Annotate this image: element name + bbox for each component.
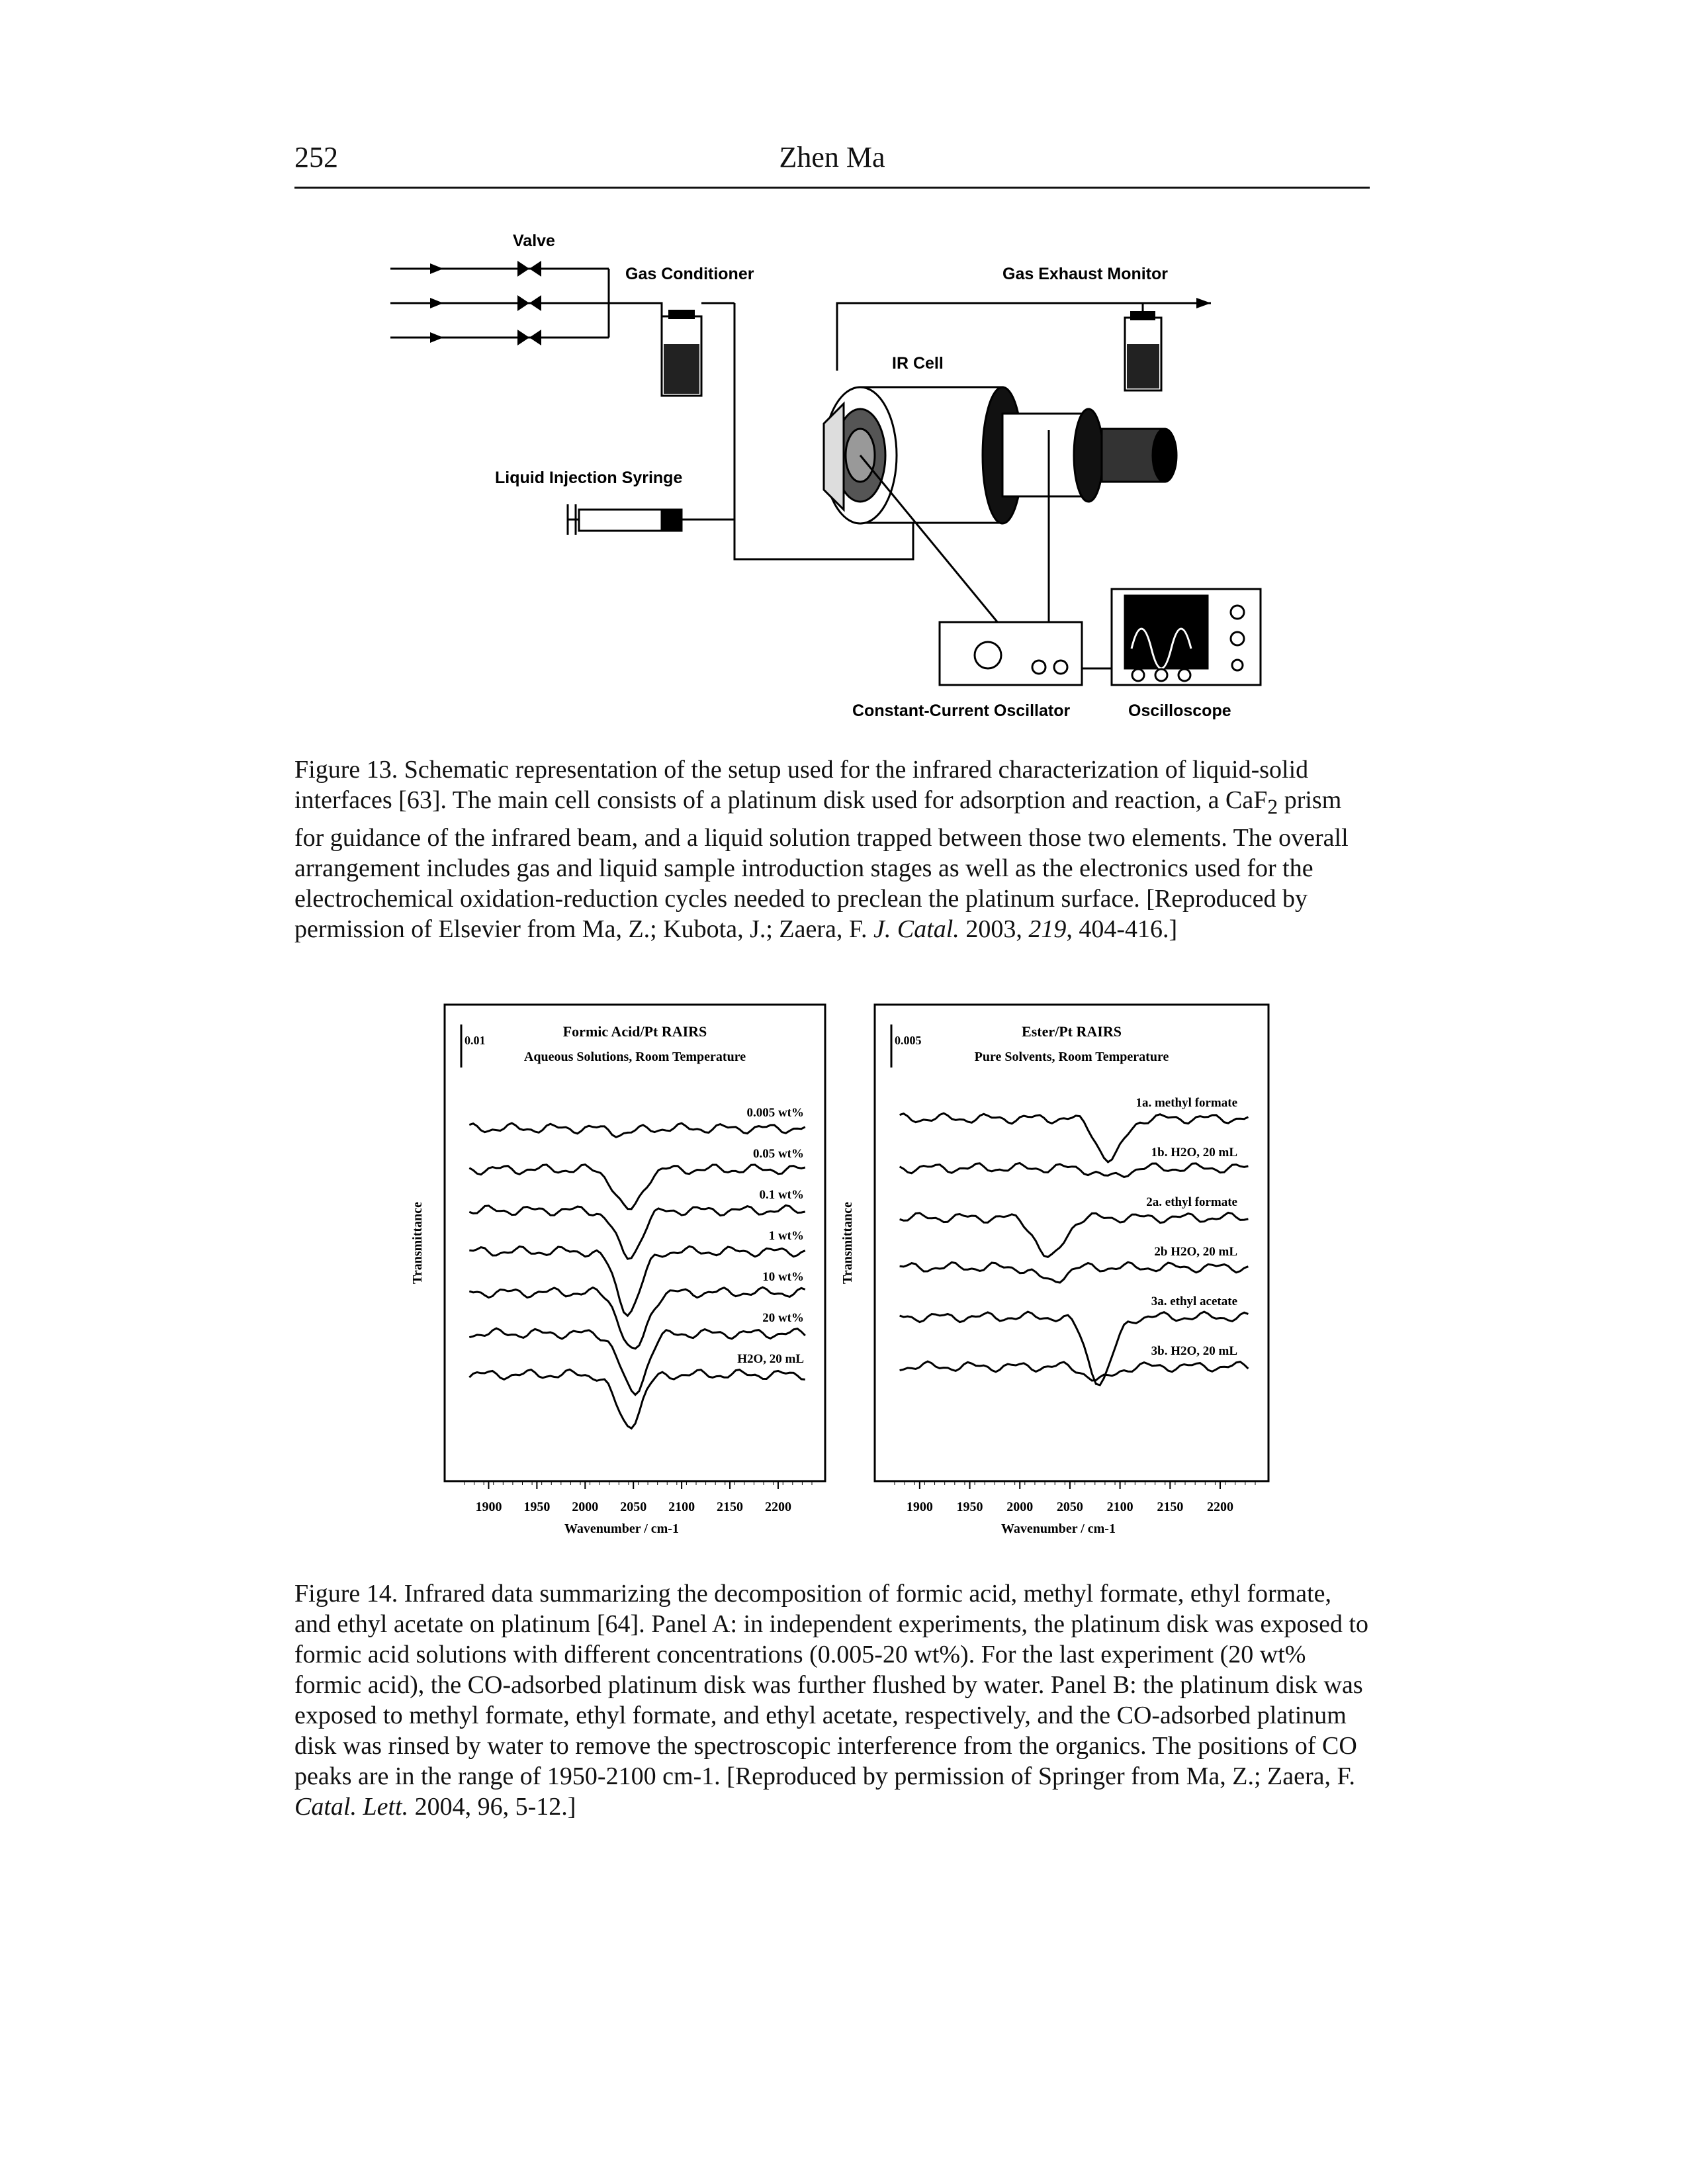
spectrum-trace xyxy=(899,1360,1249,1382)
spectrum-trace xyxy=(899,1161,1249,1179)
oscilloscope-icon xyxy=(1110,588,1262,686)
y-axis-label: Transmittance xyxy=(840,1202,855,1284)
series-label: 2b H2O, 20 mL xyxy=(1154,1245,1237,1259)
panel-subtitle: Pure Solvents, Room Temperature xyxy=(975,1050,1169,1064)
figure13-caption-text: prism for guidance of the infrared beam,… xyxy=(294,786,1349,943)
spectrum-trace xyxy=(899,1261,1249,1284)
series-label: 2a. ethyl formate xyxy=(1146,1195,1237,1209)
figure14-caption-text: 2004, 96, 5-12.] xyxy=(408,1793,576,1821)
x-tick-label: 2100 xyxy=(668,1500,695,1514)
spectrum-trace xyxy=(468,1204,806,1260)
x-tick-label: 2150 xyxy=(717,1500,743,1514)
spectrum-trace xyxy=(468,1122,806,1138)
gas-conditioner-bottle-icon xyxy=(660,310,703,397)
exhaust-bottle-icon xyxy=(1124,303,1163,392)
spectrum-trace xyxy=(899,1310,1249,1387)
page-number: 252 xyxy=(294,141,338,173)
series-label: 1a. methyl formate xyxy=(1135,1096,1237,1110)
figure13-caption-text: 2003, xyxy=(959,915,1029,943)
x-tick-label: 2000 xyxy=(572,1500,598,1514)
spectrum-trace xyxy=(468,1368,805,1430)
series-label: 3a. ethyl acetate xyxy=(1151,1295,1237,1308)
panel-frame xyxy=(873,1003,1270,1482)
figure14-caption-text: Figure 14. Infrared data summarizing the… xyxy=(294,1580,1369,1790)
x-tick-label: 1900 xyxy=(475,1500,502,1514)
figure13-schematic: Valve Gas Conditioner Liquid Injection S… xyxy=(390,232,1262,720)
oscillator-box xyxy=(938,621,1083,686)
figure14-caption-journal: Catal. Lett. xyxy=(294,1793,409,1821)
figure13-caption-text: Figure 13. Schematic representation of t… xyxy=(294,756,1309,814)
spectrum-trace xyxy=(899,1211,1249,1258)
ir-cell-label: IR Cell xyxy=(892,354,944,373)
y-axis-label: Transmittance xyxy=(410,1202,425,1284)
series-label: 0.05 wt% xyxy=(753,1147,804,1161)
figure13-caption-text: , 404-416.] xyxy=(1066,915,1178,943)
series-label: 0.005 wt% xyxy=(746,1106,804,1120)
series-label: 1b. H2O, 20 mL xyxy=(1151,1146,1237,1160)
panel-title: Ester/Pt RAIRS xyxy=(1022,1023,1122,1040)
panel-frame xyxy=(443,1003,826,1482)
x-axis-label: Wavenumber / cm-1 xyxy=(1001,1522,1116,1536)
spectrum-trace xyxy=(468,1286,806,1350)
liquid-injection-syringe-label: Liquid Injection Syringe xyxy=(495,469,682,487)
x-tick-label: 2050 xyxy=(620,1500,646,1514)
figure14-caption: Figure 14. Infrared data summarizing the… xyxy=(294,1578,1370,1822)
header-rule xyxy=(294,187,1370,189)
page-header: 252 Zhen Ma xyxy=(294,140,1370,193)
panel-title: Formic Acid/Pt RAIRS xyxy=(563,1023,707,1040)
running-title: Zhen Ma xyxy=(779,141,885,173)
figure14-spectra: Formic Acid/Pt RAIRS Aqueous Solutions, R… xyxy=(410,1003,1270,1536)
spectrum-trace xyxy=(468,1327,806,1396)
x-tick-label: 2100 xyxy=(1107,1500,1133,1514)
x-tick-label: 2050 xyxy=(1057,1500,1083,1514)
series-label: 1 wt% xyxy=(769,1229,804,1243)
figure13-caption: Figure 13. Schematic representation of t… xyxy=(294,754,1370,944)
oscillator-label: Constant-Current Oscillator xyxy=(852,702,1070,720)
oscilloscope-label: Oscilloscope xyxy=(1128,702,1231,720)
gas-conditioner-label: Gas Conditioner xyxy=(625,265,754,283)
series-label: 0.1 wt% xyxy=(759,1188,804,1202)
series-label: 3b. H2O, 20 mL xyxy=(1151,1344,1237,1358)
valve-label: Valve xyxy=(513,232,555,250)
inlet-arrows xyxy=(430,263,443,343)
spectrum-trace xyxy=(468,1163,806,1210)
x-tick-label: 2200 xyxy=(1207,1500,1233,1514)
x-tick-label: 1900 xyxy=(907,1500,933,1514)
series-label: H2O, 20 mL xyxy=(737,1352,804,1366)
figure13-caption-subscript: 2 xyxy=(1267,795,1278,819)
x-tick-label: 1950 xyxy=(523,1500,550,1514)
series-label: 10 wt% xyxy=(762,1270,804,1284)
x-tick-label: 2150 xyxy=(1157,1500,1183,1514)
x-tick-label: 2000 xyxy=(1006,1500,1033,1514)
x-axis-label: Wavenumber / cm-1 xyxy=(564,1522,679,1536)
x-tick-label: 2200 xyxy=(765,1500,791,1514)
spectrum-trace xyxy=(469,1245,806,1318)
panel-subtitle: Aqueous Solutions, Room Temperature xyxy=(524,1050,746,1064)
x-tick-label: 1950 xyxy=(957,1500,983,1514)
spectrum-trace xyxy=(899,1112,1249,1163)
ir-cell-icon xyxy=(822,386,1178,525)
gas-exhaust-monitor-label: Gas Exhaust Monitor xyxy=(1002,265,1168,283)
scale-bar-label: 0.005 xyxy=(895,1034,922,1047)
valve-icons xyxy=(517,261,541,345)
figure13-caption-journal: J. Catal. xyxy=(873,915,959,943)
figure13-caption-volume: 219 xyxy=(1028,915,1067,943)
scale-bar-label: 0.01 xyxy=(465,1034,486,1047)
series-label: 20 wt% xyxy=(762,1311,804,1325)
syringe-icon xyxy=(566,504,734,535)
